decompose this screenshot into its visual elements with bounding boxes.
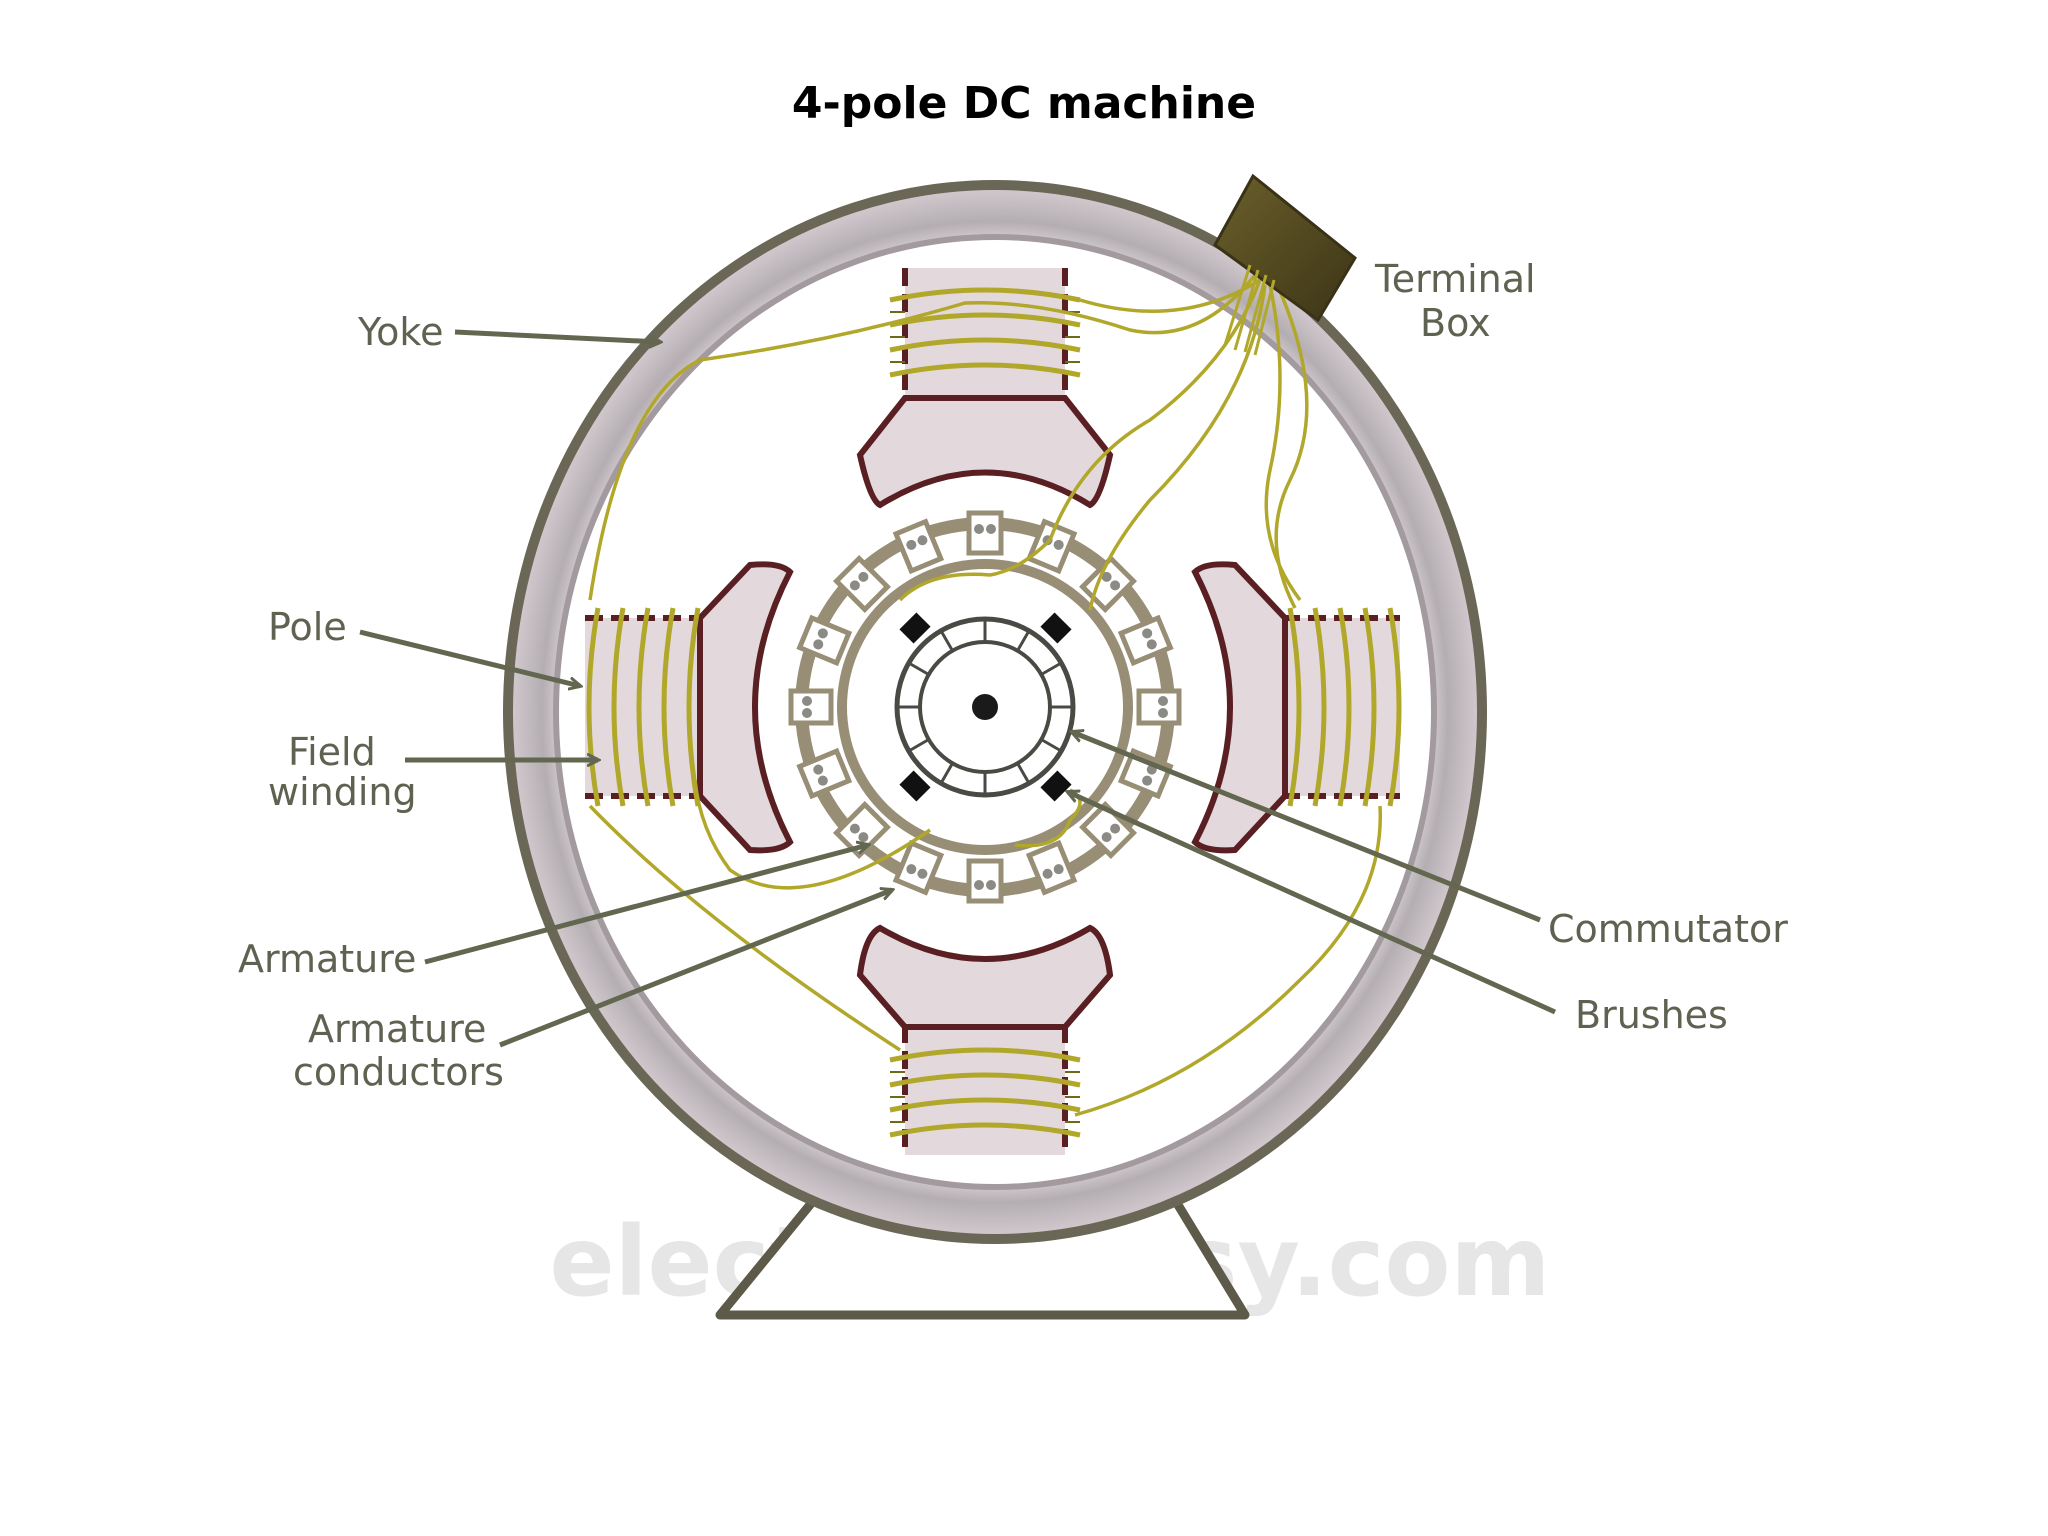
armature-conductor (1146, 639, 1157, 650)
armature-conductor (1110, 823, 1121, 834)
armature-conductor (1042, 868, 1053, 879)
pole-bottom (856, 924, 1114, 1155)
commutator-segment (1040, 661, 1062, 676)
armature-conductor (813, 764, 824, 775)
armature-conductor (1142, 775, 1153, 786)
armature-conductor (849, 823, 860, 834)
armature-conductor (986, 880, 996, 890)
armature-slot (1079, 801, 1138, 860)
commutator-segment (1016, 630, 1031, 652)
armature-conductor (1158, 708, 1168, 718)
field-winding-top (889, 287, 1081, 378)
armature-slot (892, 839, 945, 896)
armature-slot (832, 801, 891, 860)
commutator-segment (1040, 738, 1062, 753)
commutator (894, 616, 1076, 798)
armature-slot (796, 747, 853, 800)
armature-conductor (1101, 571, 1112, 582)
armature-slot (1025, 839, 1078, 896)
terminal-box (1213, 173, 1357, 356)
armature-slot (966, 858, 1004, 904)
armature-conductor (906, 539, 917, 550)
armature-conductor (817, 628, 828, 639)
armature-conductor (849, 580, 860, 591)
label-armature: Armature (238, 937, 416, 981)
armature-conductor (1053, 539, 1064, 550)
armature-slot (796, 614, 853, 667)
pole-right (1191, 561, 1400, 854)
commutator-segment (908, 738, 930, 753)
field-winding-right (1287, 607, 1402, 807)
armature-conductor (802, 708, 812, 718)
armature-conductor (974, 880, 984, 890)
leader-arrows (359, 329, 1557, 1048)
armature-conductor (917, 868, 928, 879)
armature-conductor (974, 524, 984, 534)
label-commutator: Commutator (1548, 907, 1788, 951)
armature-slot (1117, 614, 1174, 667)
armature-conductor (917, 535, 928, 546)
armature-slot (1136, 688, 1182, 726)
armature-conductor (858, 571, 869, 582)
armature-conductor (1142, 628, 1153, 639)
armature-conductor (858, 832, 869, 843)
armature-slot (966, 510, 1004, 556)
commutator-segment (1016, 762, 1031, 784)
armature-slot (1117, 747, 1174, 800)
armature-conductor (1053, 864, 1064, 875)
brushes (899, 612, 1072, 802)
armature-conductor (802, 696, 812, 706)
armature-slot (892, 518, 945, 575)
armature-conductor (986, 524, 996, 534)
armature-conductor (817, 775, 828, 786)
commutator-segment (939, 762, 954, 784)
armature-slot (788, 688, 834, 726)
commutator-segment (939, 630, 954, 652)
label-yoke: Yoke (357, 310, 443, 354)
armature-conductor (1110, 580, 1121, 591)
label-field: Field (288, 730, 376, 774)
label-terminal: Terminal (1374, 257, 1536, 301)
armature-conductor (1101, 832, 1112, 843)
label-winding: winding (268, 770, 417, 814)
label-box: Box (1420, 301, 1491, 345)
label-conductors: conductors (293, 1050, 504, 1094)
label-armature-2: Armature (308, 1007, 486, 1051)
label-pole: Pole (268, 605, 347, 649)
label-brushes: Brushes (1575, 993, 1728, 1037)
armature-conductor (1158, 696, 1168, 706)
armature-conductor (906, 864, 917, 875)
connection-wires (588, 273, 1383, 1117)
commutator-segment (908, 661, 930, 676)
field-winding-bottom (889, 1047, 1081, 1138)
armature-slot (832, 554, 891, 613)
armature-slots (788, 510, 1182, 904)
armature-conductor (813, 639, 824, 650)
field-winding-left (586, 607, 701, 807)
diagram-title: 4-pole DC machine (791, 78, 1257, 129)
